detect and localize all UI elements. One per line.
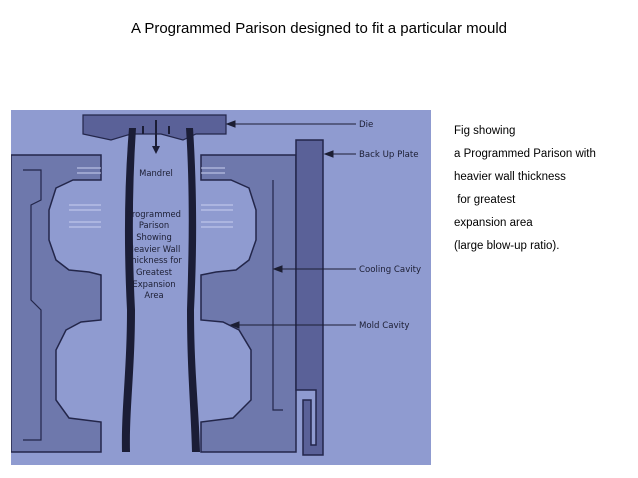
parison-label-line: Showing bbox=[136, 232, 172, 242]
label-die: Die bbox=[359, 120, 373, 130]
label-arrows bbox=[225, 120, 356, 329]
label-mandrel: Mandrel bbox=[139, 168, 173, 178]
right-cooling-channels bbox=[201, 167, 233, 228]
parison-label-line: Programmed bbox=[127, 209, 181, 219]
parison-label-line: Area bbox=[144, 290, 163, 300]
slide-title: A Programmed Parison designed to fit a p… bbox=[130, 20, 508, 37]
caption-line: a Programmed Parison with bbox=[454, 148, 596, 160]
parison-right-wall bbox=[186, 128, 200, 452]
caption-line: heavier wall thickness bbox=[454, 171, 566, 183]
label-back-up-plate: Back Up Plate bbox=[359, 150, 419, 160]
back-up-plate bbox=[295, 139, 324, 456]
parison-mould-diagram: Die Back Up Plate Cooling Cavity Mold Ca… bbox=[11, 110, 431, 465]
caption-line: expansion area bbox=[454, 217, 533, 229]
figure-caption: Fig showing a Programmed Parison with he… bbox=[454, 120, 634, 258]
parison-label-line: Greatest bbox=[136, 267, 173, 277]
label-cooling-cavity: Cooling Cavity bbox=[359, 265, 421, 275]
left-mould-half bbox=[11, 154, 102, 453]
parison-label-line: Thickness for bbox=[125, 255, 182, 265]
caption-line: Fig showing bbox=[454, 125, 516, 137]
parison-label-line: Parison bbox=[139, 220, 169, 230]
label-programmed-parison: Programmed Parison Showing Heavier Wall … bbox=[125, 209, 182, 300]
left-cooling-channels bbox=[69, 167, 101, 228]
parison-label-line: Expansion bbox=[132, 279, 175, 289]
caption-line: for greatest bbox=[454, 194, 516, 206]
parison-label-line: Heavier Wall bbox=[128, 244, 181, 254]
parison-left-wall bbox=[121, 128, 136, 452]
caption-line: (large blow-up ratio). bbox=[454, 240, 560, 252]
right-mould-half bbox=[200, 154, 297, 453]
label-mold-cavity: Mold Cavity bbox=[359, 321, 409, 331]
